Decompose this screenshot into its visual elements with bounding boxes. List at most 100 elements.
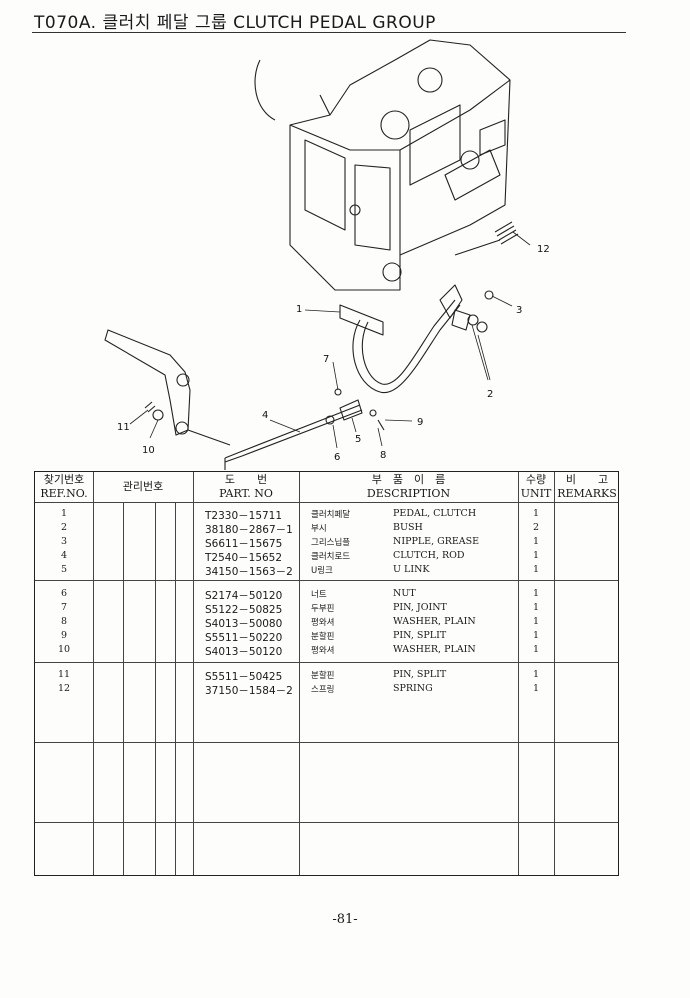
cell-ref: 10: [57, 644, 71, 655]
cell-ref: 6: [60, 588, 68, 599]
callout-1: 1: [296, 304, 302, 315]
callout-7: 7: [323, 354, 329, 365]
col-divider: [93, 472, 94, 875]
callout-5: 5: [355, 434, 361, 445]
cell-desc: BUSH: [393, 522, 423, 533]
cell-desc: PEDAL, CLUTCH: [393, 508, 477, 519]
page-number: -81-: [332, 912, 358, 927]
cell-part: S2174－50120: [205, 590, 283, 602]
callout-8: 8: [380, 450, 386, 461]
cell-unit: 1: [532, 683, 540, 694]
cell-desc: PIN, SPLIT: [393, 630, 447, 641]
cell-ko: U링크: [311, 566, 333, 576]
cell-desc: NUT: [393, 588, 416, 599]
cell-unit: 1: [532, 536, 540, 547]
cell-desc: NIPPLE, GREASE: [393, 536, 480, 547]
col-divider: [175, 502, 176, 875]
cell-part: 37150－1584－2: [205, 685, 293, 697]
callout-10: 10: [142, 445, 155, 456]
cell-ko: 그리스닙플: [311, 538, 351, 548]
transmission-housing: [254, 39, 511, 291]
cell-ko: 스프링: [311, 685, 335, 695]
col-divider: [299, 472, 300, 875]
cell-part: S5122－50825: [205, 604, 283, 616]
clutch-rod-4: [224, 404, 363, 470]
cell-unit: 1: [532, 644, 540, 655]
cell-ko: 클러치로드: [311, 552, 351, 562]
cell-ref: 5: [60, 564, 68, 575]
cell-unit: 1: [532, 602, 540, 613]
cell-desc: WASHER, PLAIN: [393, 616, 476, 627]
cell-unit: 1: [532, 588, 540, 599]
cell-unit: 2: [532, 522, 540, 533]
cell-ko: 평와셔: [311, 646, 335, 656]
cell-desc: SPRING: [393, 683, 433, 694]
cell-ref: 2: [60, 522, 68, 533]
cell-part: S5511－50425: [205, 671, 283, 683]
title-divider: [32, 32, 626, 33]
col-divider: [518, 472, 519, 875]
cell-desc: CLUTCH, ROD: [393, 550, 465, 561]
cell-ko: 너트: [311, 590, 327, 600]
cell-ref: 11: [57, 669, 71, 680]
callout-11: 11: [117, 422, 130, 433]
cell-desc: PIN, SPLIT: [393, 669, 447, 680]
callout-4: 4: [262, 410, 268, 421]
cell-unit: 1: [532, 508, 540, 519]
page-title: T070A. 클러치 페달 그룹 CLUTCH PEDAL GROUP: [34, 13, 436, 33]
callout-12: 12: [537, 244, 550, 255]
cell-unit: 1: [532, 616, 540, 627]
callout-3: 3: [516, 305, 522, 316]
col-divider: [123, 502, 124, 875]
cell-ref: 9: [60, 630, 68, 641]
cell-part: S4013－50080: [205, 618, 283, 630]
cell-ref: 1: [60, 508, 68, 519]
cell-desc: U LINK: [393, 564, 430, 575]
cell-part: 34150－1563－2: [205, 566, 293, 578]
col-divider: [554, 472, 555, 875]
callout-9: 9: [417, 417, 423, 428]
cell-part: S4013－50120: [205, 646, 283, 658]
cell-desc: PIN, JOINT: [393, 602, 447, 613]
cell-part: 38180－2867－1: [205, 524, 293, 536]
group-divider: [35, 822, 618, 823]
col-divider: [193, 472, 194, 875]
group-divider: [35, 742, 618, 743]
cell-ref: 3: [60, 536, 68, 547]
group-divider: [35, 580, 618, 581]
cell-unit: 1: [532, 564, 540, 575]
cell-ko: 분할핀: [311, 671, 335, 681]
col-divider: [155, 502, 156, 875]
cell-unit: 1: [532, 669, 540, 680]
cell-ref: 7: [60, 602, 68, 613]
cell-part: T2540－15652: [205, 552, 283, 564]
cell-ref: 12: [57, 683, 71, 694]
cell-unit: 1: [532, 550, 540, 561]
cell-ko: 평와셔: [311, 618, 335, 628]
exploded-parts-diagram: 12 3 1 2 7 4 5 6 8 9 11 10: [104, 39, 550, 470]
cell-desc: WASHER, PLAIN: [393, 644, 476, 655]
cell-ko: 부시: [311, 524, 327, 534]
cell-part: S6611－15675: [205, 538, 283, 550]
cell-ko: 분할핀: [311, 632, 335, 642]
u-link-and-pins: [325, 388, 385, 431]
callout-2: 2: [487, 389, 493, 400]
release-lever-arm: [104, 329, 231, 446]
group-divider: [35, 662, 618, 663]
cell-ref: 4: [60, 550, 68, 561]
cell-part: S5511－50220: [205, 632, 283, 644]
bush-nipple-spring: [454, 221, 519, 333]
cell-unit: 1: [532, 630, 540, 641]
header-mgmt: 관리번호: [122, 480, 164, 493]
cell-part: T2330－15711: [205, 510, 283, 522]
cell-ko: 클러치페달: [311, 510, 351, 520]
callout-6: 6: [334, 452, 340, 463]
cell-ko: 두부핀: [311, 604, 335, 614]
cell-ref: 8: [60, 616, 68, 627]
